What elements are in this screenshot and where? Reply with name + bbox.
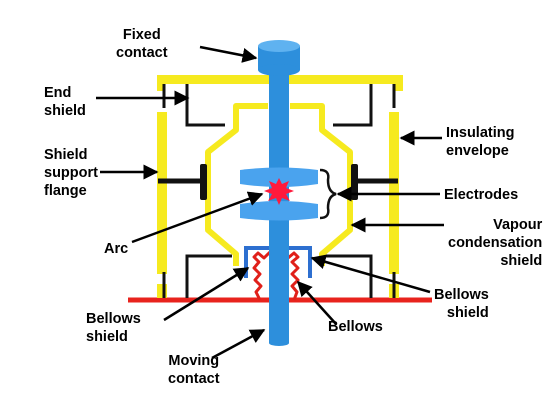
end-shield-left-post [157, 75, 165, 91]
label-fixed-contact: Fixed contact [116, 27, 168, 61]
arc-spark [264, 178, 294, 205]
electrode-upper [240, 167, 318, 187]
arrow-bellows [296, 280, 337, 325]
bottom-bracket-left [185, 254, 232, 298]
label-electrodes: Electrodes [444, 187, 519, 203]
label-insulating-envelope: Insulating envelope [446, 125, 515, 159]
label-shield-support-flange: Shield support flange [44, 147, 98, 199]
shield-support-flange-right-plate [351, 164, 358, 200]
shield-support-flange-left-plate [200, 164, 207, 200]
electrode-lower [240, 201, 318, 221]
fixed-contact-top [258, 40, 300, 52]
label-moving-contact: Moving contact [168, 353, 220, 387]
end-shield-right-post [395, 75, 403, 91]
label-arc: Arc [104, 241, 129, 257]
moving-contact-end [269, 340, 289, 346]
bottom-bracket-right [326, 254, 373, 298]
arrow-bellows-shield-left [163, 266, 250, 322]
label-bellows: Bellows [328, 319, 383, 335]
label-bellows-shield-left: Bellows shield [86, 311, 141, 345]
arrow-fixed-contact [199, 45, 258, 63]
insulating-envelope-left [157, 112, 167, 274]
arrow-moving-contact [211, 328, 266, 360]
end-shield-bracket-left [185, 84, 225, 127]
insulating-envelope-bottom-left [157, 284, 167, 298]
end-shield-bracket-right [333, 84, 373, 127]
arrow-arc [131, 191, 264, 244]
label-end-shield: End shield [44, 85, 86, 119]
label-bellows-shield-right: Bellows shield [434, 287, 489, 321]
vapour-condensation-shield [205, 103, 353, 266]
fixed-contact-bottom [258, 64, 300, 76]
label-vapour-condensation-shield: Vapour condensation shield [448, 217, 543, 269]
arrow-bellows-shield-right [310, 254, 431, 294]
electrodes-brace [319, 168, 337, 220]
